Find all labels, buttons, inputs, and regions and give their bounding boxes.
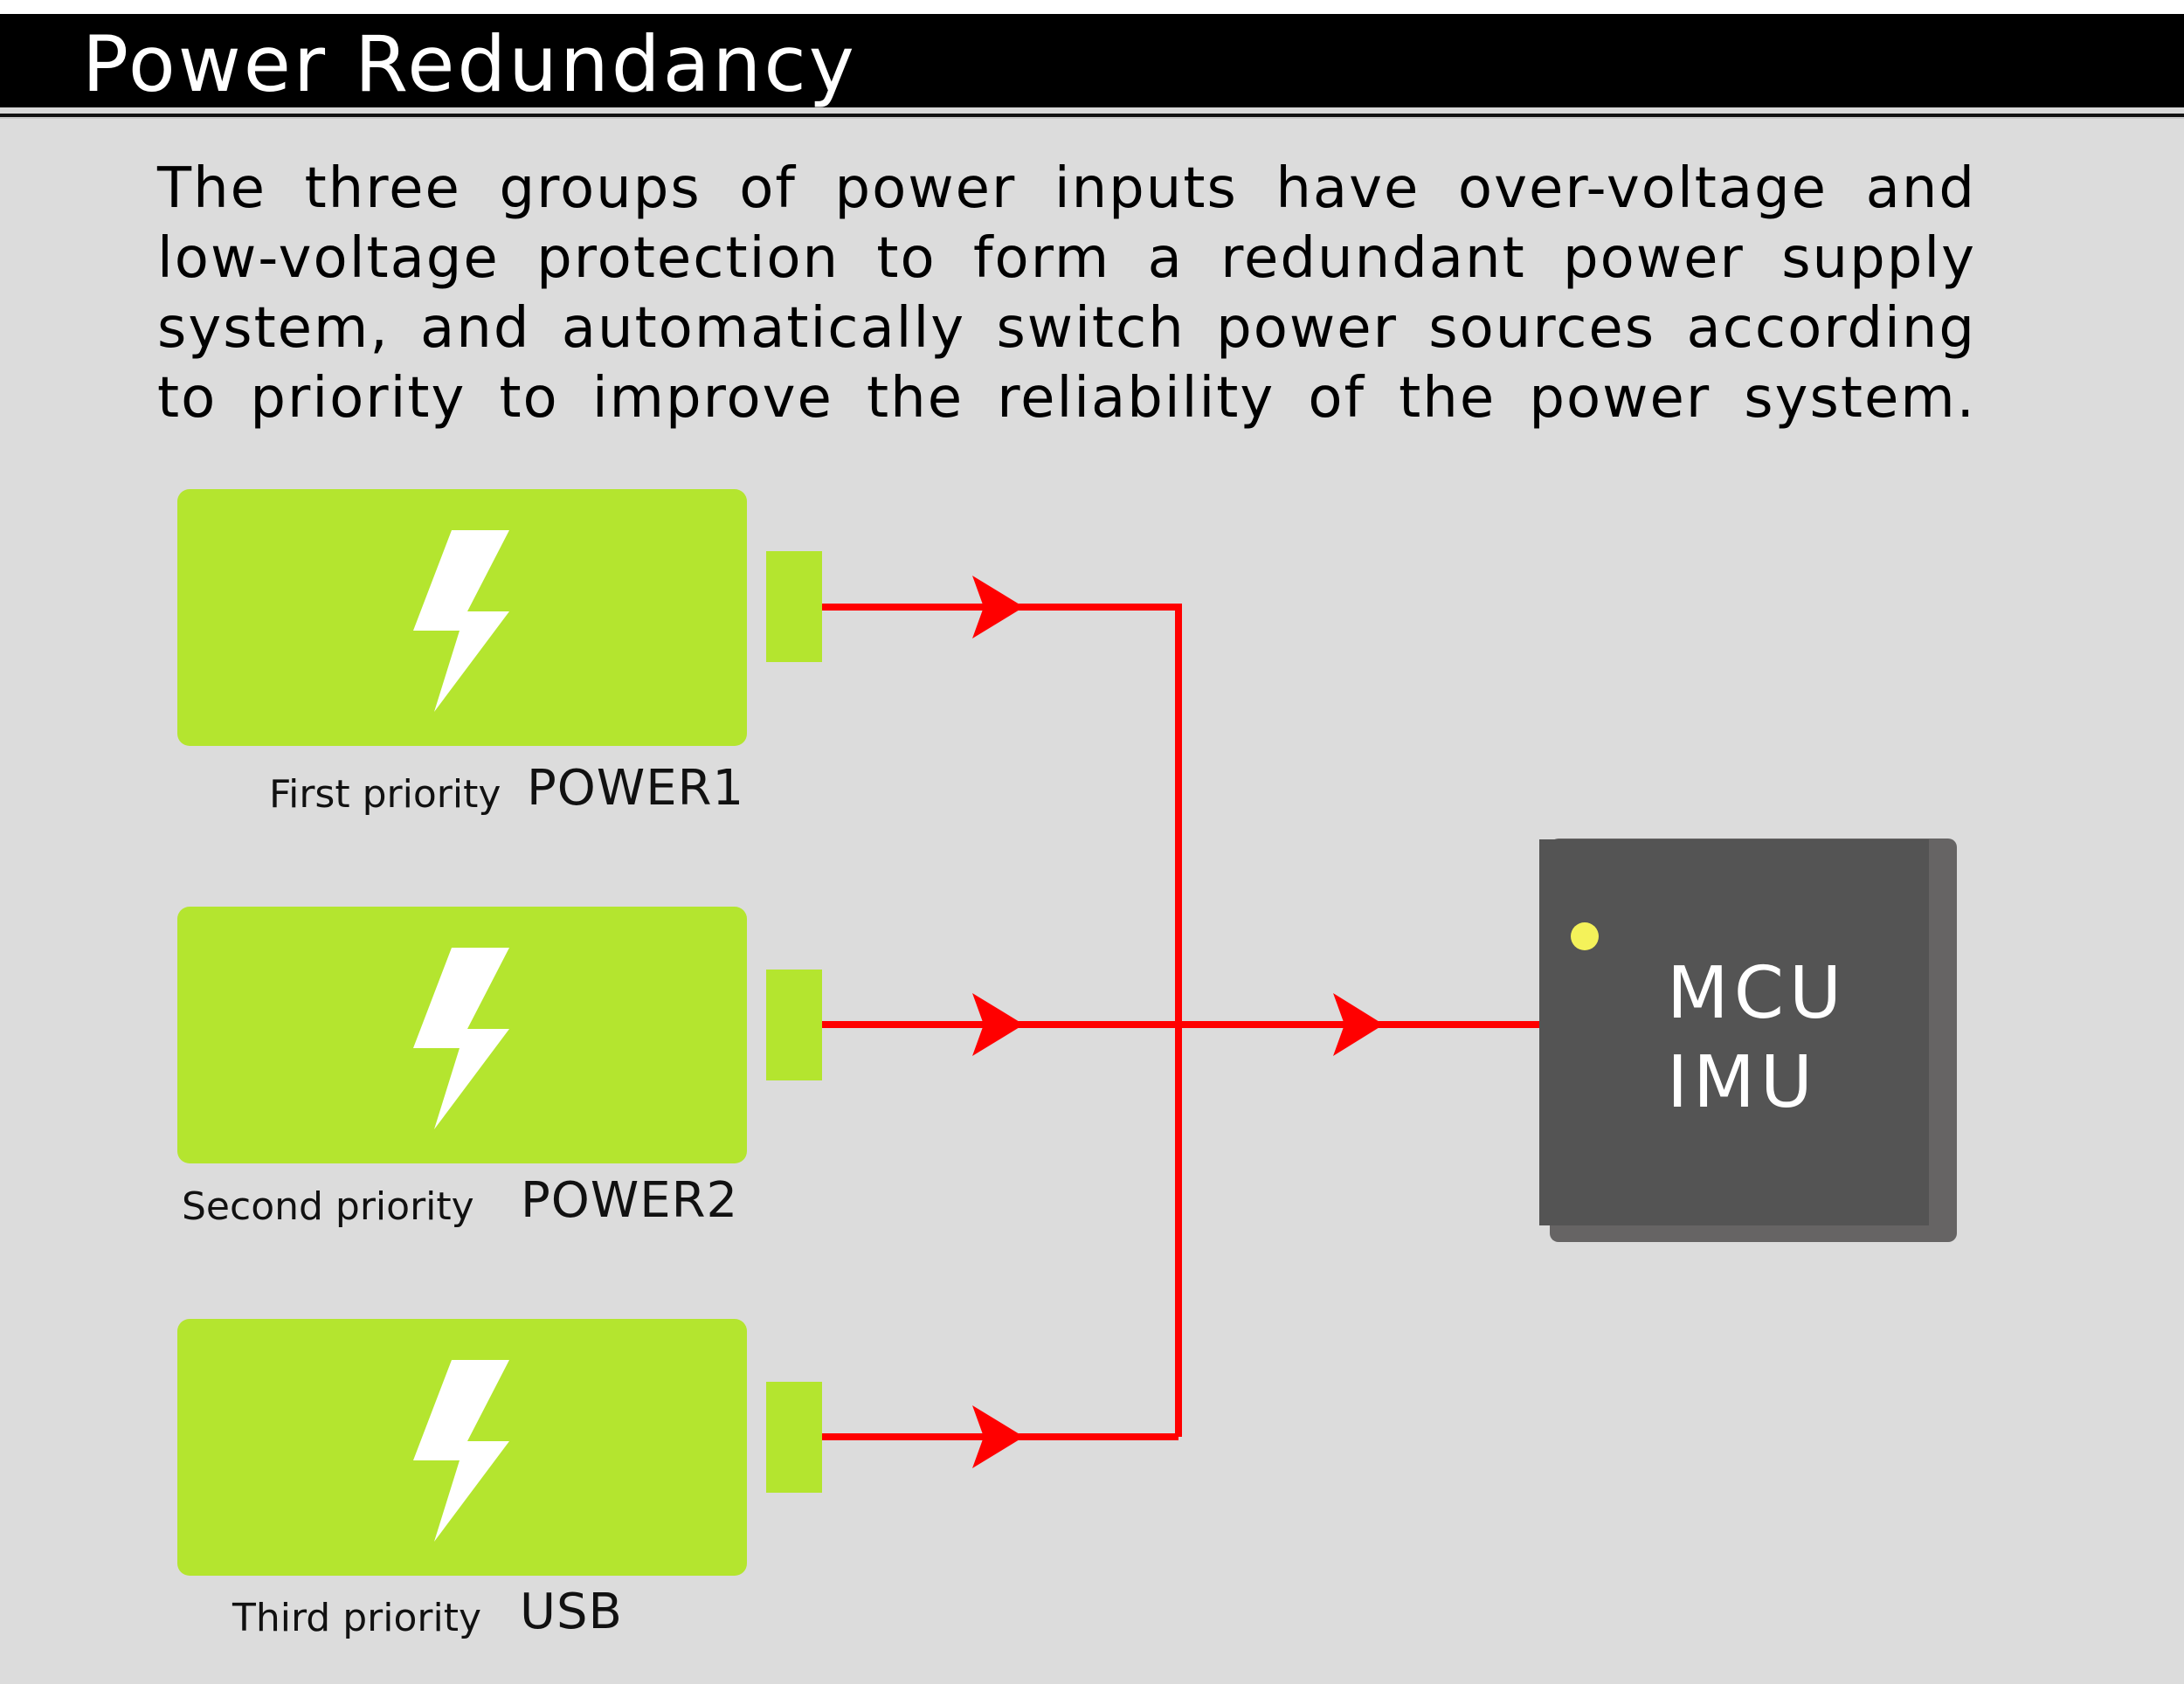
battery-terminal-usb bbox=[766, 1382, 822, 1493]
priority-label-power1: First priority bbox=[269, 772, 501, 817]
arrow-mcu-icon bbox=[1333, 993, 1384, 1056]
arrow-power2-icon bbox=[972, 993, 1024, 1056]
description-line: The three groups of power inputs have ov… bbox=[157, 156, 1976, 221]
description-paragraph: The three groups of power inputs have ov… bbox=[157, 154, 1976, 433]
title-divider-shadow bbox=[0, 117, 2184, 119]
chip-label-imu: IMU bbox=[1667, 1041, 1818, 1124]
arrow-power1-icon bbox=[972, 576, 1024, 638]
pin1-indicator-icon bbox=[1571, 922, 1599, 950]
title-bar: Power Redundancy bbox=[0, 14, 2184, 109]
description-line: low-voltage protection to form a redunda… bbox=[157, 226, 1976, 291]
battery-terminal-power2 bbox=[766, 970, 822, 1080]
top-margin bbox=[0, 0, 2184, 14]
mcu-imu-chip: MCU IMU bbox=[1539, 839, 1929, 1225]
priority-label-usb: Third priority bbox=[232, 1596, 481, 1640]
description-line: to priority to improve the reliability o… bbox=[157, 366, 1976, 431]
lightning-bolt-icon bbox=[413, 948, 509, 1129]
source-name-power1: POWER1 bbox=[527, 760, 745, 817]
source-name-power2: POWER2 bbox=[521, 1172, 739, 1229]
title-divider-dark bbox=[0, 114, 2184, 117]
lightning-bolt-icon bbox=[413, 530, 509, 712]
title-divider-light bbox=[0, 107, 2184, 114]
wire-power1 bbox=[822, 604, 1182, 1437]
page-title: Power Redundancy bbox=[82, 19, 857, 109]
battery-usb bbox=[177, 1319, 747, 1576]
lightning-bolt-icon bbox=[413, 1360, 509, 1542]
battery-power2 bbox=[177, 907, 747, 1163]
chip-label-mcu: MCU bbox=[1667, 952, 1848, 1035]
source-name-usb: USB bbox=[520, 1584, 623, 1640]
priority-label-power2: Second priority bbox=[182, 1184, 474, 1229]
arrow-usb-icon bbox=[972, 1405, 1024, 1468]
battery-terminal-power1 bbox=[766, 551, 822, 662]
battery-power1 bbox=[177, 489, 747, 746]
description-line: system, and automatically switch power s… bbox=[157, 296, 1976, 361]
